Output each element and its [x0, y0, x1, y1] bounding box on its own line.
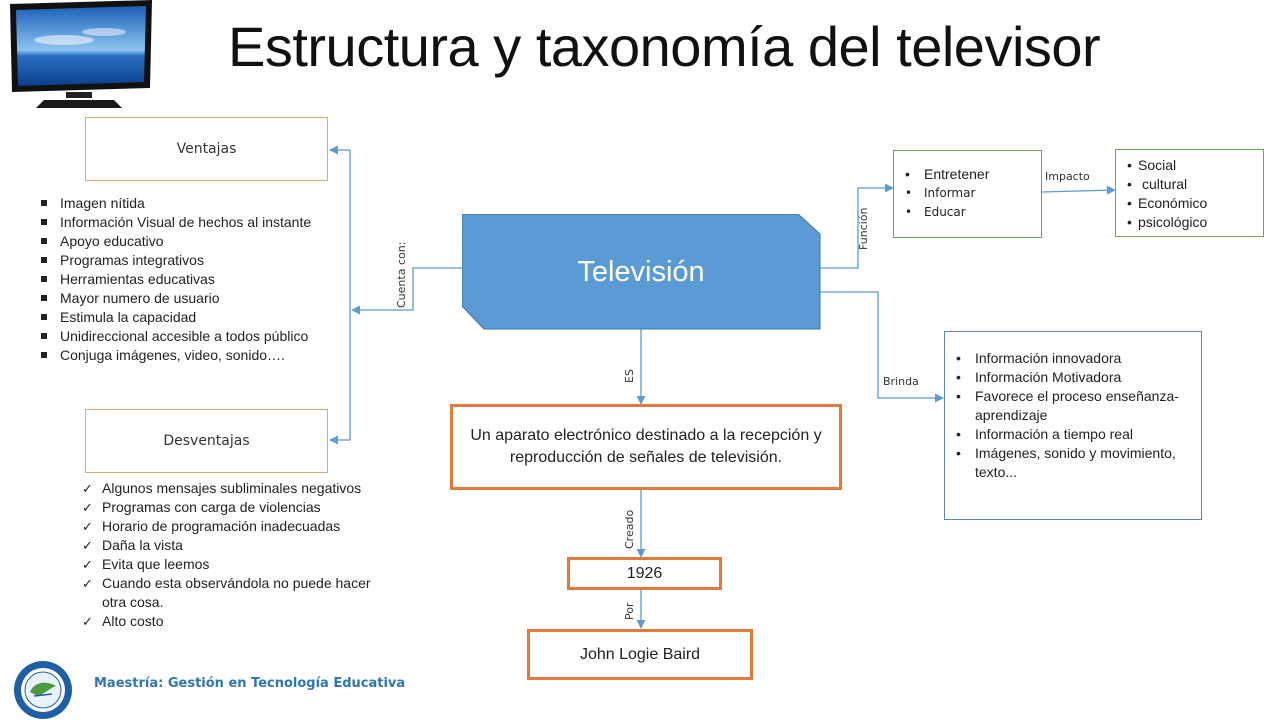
list-item: Mayor numero de usuario	[30, 289, 330, 308]
brinda-label: Brinda	[883, 375, 919, 388]
funcion-box: Entretener Informar Educar	[893, 150, 1042, 238]
list-item: Estimula la capacidad	[30, 308, 330, 327]
list-item: Cuando esta observándola no puede hacer …	[72, 574, 392, 612]
television-icon	[10, 0, 152, 108]
list-item: Imagen nítida	[30, 194, 330, 213]
list-item: Económico	[1116, 194, 1263, 213]
list-item: psicológico	[1116, 213, 1263, 232]
list-item: Evita que leemos	[72, 555, 392, 574]
list-item: Información Motivadora	[945, 368, 1201, 387]
list-item: Horario de programación inadecuadas	[72, 517, 392, 536]
footer-text: Maestría: Gestión en Tecnología Educativ…	[94, 676, 406, 691]
list-item: Información a tiempo real	[945, 425, 1201, 444]
list-item: cultural	[1116, 175, 1263, 194]
list-item: Educar	[894, 203, 1041, 222]
list-item: Daña la vista	[72, 536, 392, 555]
definition-box: Un aparato electrónico destinado a la re…	[450, 404, 842, 490]
list-item: Alto costo	[72, 612, 392, 631]
list-item: Información innovadora	[945, 349, 1201, 368]
cuenta-con-label: Cuenta con:	[395, 241, 408, 308]
list-item: Entretener	[894, 165, 1041, 184]
impacto-box: Social cultural Económico psicológico	[1115, 149, 1264, 237]
list-item: Informar	[894, 184, 1041, 203]
list-item: Información Visual de hechos al instante	[30, 213, 330, 232]
list-item: Favorece el proceso enseñanza-aprendizaj…	[945, 387, 1201, 425]
university-seal-icon	[14, 661, 72, 719]
inventor-box: John Logie Baird	[527, 629, 753, 680]
page-title: Estructura y taxonomía del televisor	[228, 15, 1101, 78]
brinda-box: Información innovadora Información Motiv…	[944, 331, 1202, 520]
es-label: ES	[623, 369, 636, 383]
list-item: Programas con carga de violencias	[72, 498, 392, 517]
list-item: Conjuga imágenes, video, sonido….	[30, 346, 330, 365]
list-item: Unidireccional accesible a todos público	[30, 327, 330, 346]
list-item: Social	[1116, 156, 1263, 175]
ventajas-list: Imagen nítida Información Visual de hech…	[30, 194, 330, 365]
por-label: Por	[623, 602, 636, 621]
list-item: Apoyo educativo	[30, 232, 330, 251]
list-item: Imágenes, sonido y movimiento, texto...	[945, 444, 1201, 482]
impacto-label: Impacto	[1045, 170, 1090, 183]
list-item: Programas integrativos	[30, 251, 330, 270]
list-item: Herramientas educativas	[30, 270, 330, 289]
television-node-shape	[462, 214, 821, 330]
television-node: Televisión	[577, 255, 705, 288]
year-box: 1926	[567, 557, 722, 590]
desventajas-list: Algunos mensajes subliminales negativos …	[72, 479, 392, 631]
desventajas-box: Desventajas	[85, 409, 328, 473]
creado-label: Creado	[623, 509, 636, 549]
funcion-label: Función	[857, 207, 870, 250]
ventajas-box: Ventajas	[85, 117, 328, 181]
list-item: Algunos mensajes subliminales negativos	[72, 479, 392, 498]
